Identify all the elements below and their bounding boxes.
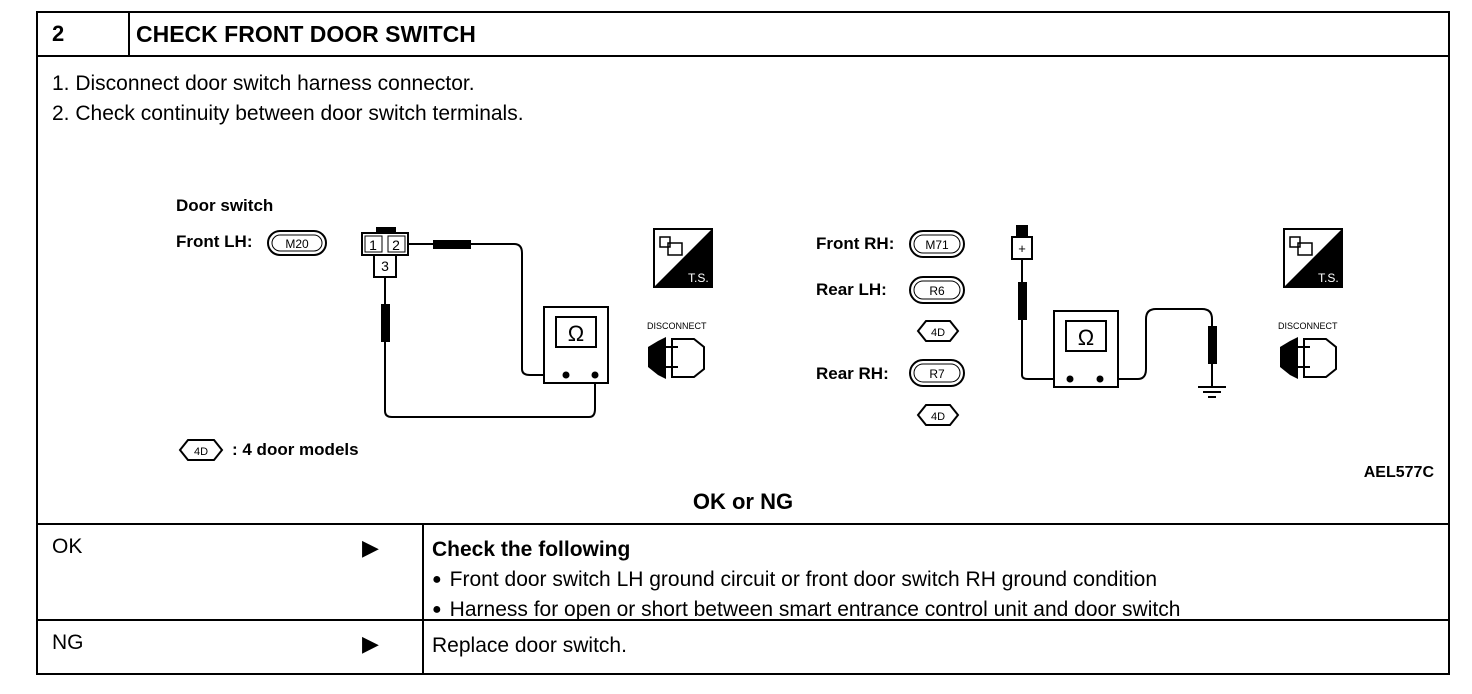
svg-text:4D: 4D [931, 411, 945, 423]
probe-leads [1018, 259, 1226, 398]
result-action: Check the following ● Front door switch … [432, 535, 1180, 625]
arrow-right-icon: ▶ [362, 631, 379, 656]
arrow-right-icon: ▶ [362, 535, 379, 560]
column-divider [422, 525, 424, 619]
svg-text:M20: M20 [285, 237, 309, 251]
four-door-badge: 4D [178, 439, 224, 461]
result-label: NG [52, 631, 84, 654]
terminal-2: 2 [392, 237, 400, 253]
instruction-step: 1. Disconnect door switch harness connec… [52, 72, 475, 95]
door-switch-connector: 1 2 3 [361, 227, 409, 278]
instruction-step: 2. Check continuity between door switch … [52, 102, 524, 125]
four-door-badge: 4D [916, 404, 960, 426]
step-header: 2 CHECK FRONT DOOR SWITCH [38, 13, 1448, 57]
step-number: 2 [38, 13, 130, 55]
svg-text:T.S.: T.S. [1318, 271, 1339, 285]
rear-lh-label: Rear LH: [816, 280, 887, 299]
front-lh-label: Front LH: [176, 232, 252, 251]
bullet-icon: ● [432, 601, 442, 618]
door-switch-plunger: + [1011, 225, 1033, 260]
list-item: ● Harness for open or short between smar… [432, 595, 1180, 625]
instruction-list: 1. Disconnect door switch harness connec… [52, 69, 524, 129]
ohmmeter: Ω [1053, 310, 1119, 388]
disconnect-icon: DISCONNECT [647, 321, 707, 379]
result-row-ng: NG ▶ Replace door switch. [38, 619, 1448, 675]
door-switch-heading: Door switch [176, 196, 273, 215]
rear-rh-label: Rear RH: [816, 364, 889, 383]
connector-badge-m71: M71 [909, 230, 965, 258]
svg-text:M71: M71 [925, 238, 949, 252]
result-prompt: OK or NG [692, 489, 794, 514]
svg-text:R6: R6 [929, 284, 945, 298]
column-divider [422, 621, 424, 675]
ohm-symbol: Ω [1078, 325, 1094, 350]
ohmmeter: Ω [543, 306, 609, 384]
terminal-3: 3 [381, 258, 389, 274]
svg-text:4D: 4D [194, 446, 208, 458]
svg-text:T.S.: T.S. [688, 271, 709, 285]
terminal-1: 1 [369, 237, 377, 253]
svg-text:R7: R7 [929, 367, 945, 381]
front-rh-label: Front RH: [816, 234, 894, 253]
connector-badge-r6: R6 [909, 276, 965, 304]
connector-badge-m20: M20 [267, 230, 327, 256]
step-title: CHECK FRONT DOOR SWITCH [136, 21, 476, 47]
ts-icon: T.S. [653, 228, 713, 288]
disconnect-icon: DISCONNECT [1278, 321, 1338, 379]
svg-text:+: + [1018, 241, 1026, 256]
action-heading: Check the following [432, 538, 631, 561]
connector-badge-r7: R7 [909, 359, 965, 387]
bullet-icon: ● [432, 571, 442, 588]
wiring-diagram: Door switch Front LH: M20 1 2 3 [176, 196, 1435, 481]
result-action: Replace door switch. [432, 634, 627, 657]
ohm-symbol: Ω [568, 321, 584, 346]
figure-code: AEL577C [1364, 464, 1435, 481]
ts-icon: T.S. [1283, 228, 1343, 288]
svg-text:4D: 4D [931, 327, 945, 339]
svg-text:DISCONNECT: DISCONNECT [647, 321, 707, 331]
list-item: ● Front door switch LH ground circuit or… [432, 565, 1180, 595]
four-door-badge: 4D [916, 320, 960, 342]
result-label: OK [52, 535, 83, 558]
svg-text:DISCONNECT: DISCONNECT [1278, 321, 1338, 331]
probe-leads [381, 240, 596, 418]
result-row-ok: OK ▶ Check the following ● Front door sw… [38, 523, 1448, 621]
procedure-table: 2 CHECK FRONT DOOR SWITCH 1. Disconnect … [36, 11, 1450, 675]
four-door-note: : 4 door models [232, 440, 359, 459]
